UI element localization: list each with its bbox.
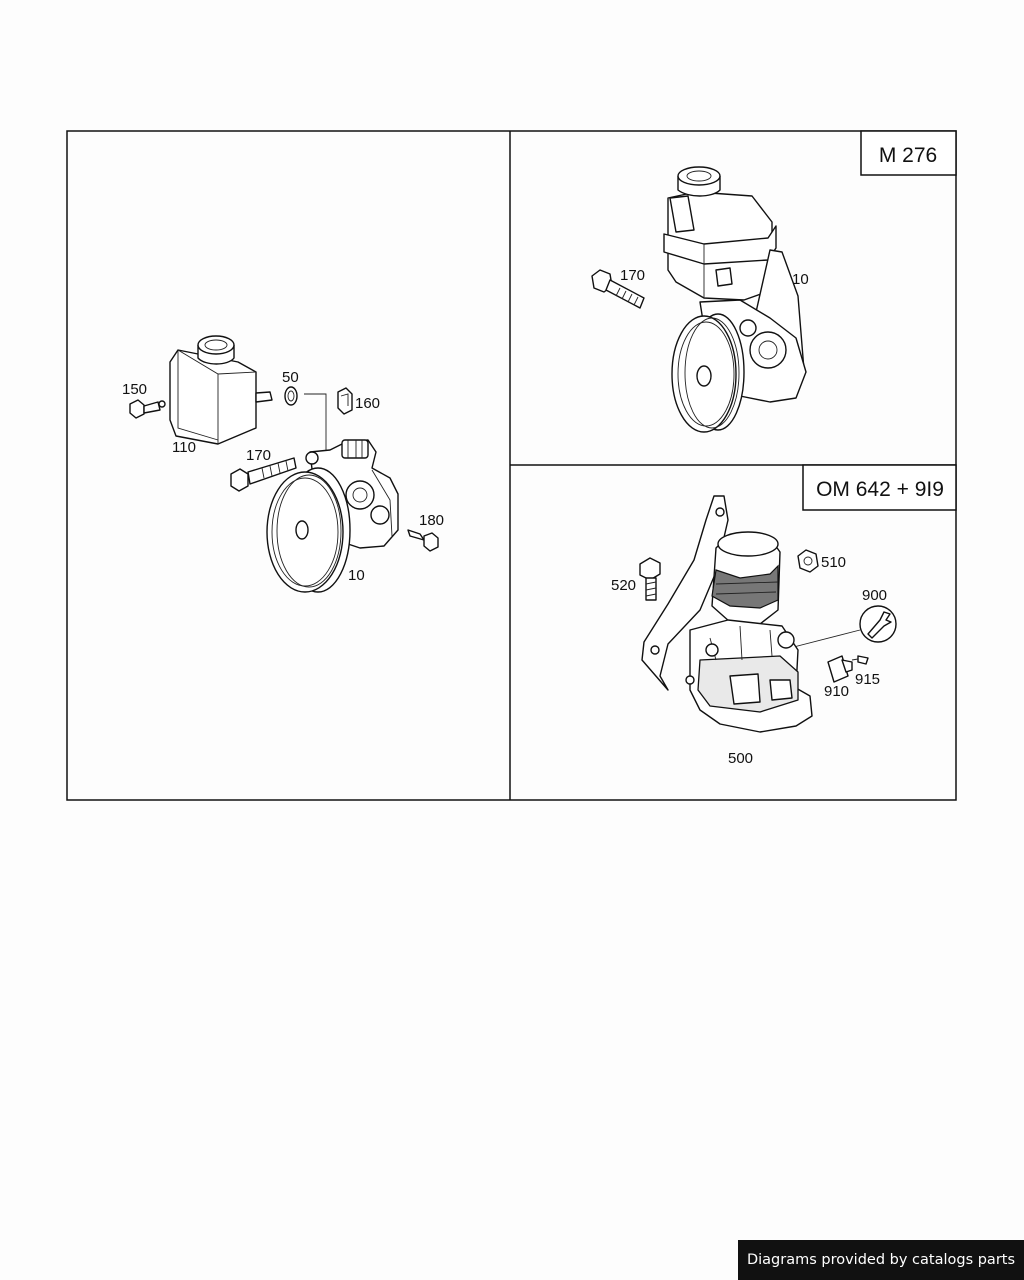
tool-symbol-900 bbox=[859, 605, 897, 643]
nut-510-drawing bbox=[797, 549, 819, 573]
bolt-170-drawing bbox=[230, 457, 297, 492]
top-right-panel: M 276 bbox=[591, 130, 957, 433]
variant-badge-om642 bbox=[802, 464, 957, 511]
reservoir-110-drawing bbox=[158, 335, 273, 445]
pin-915-drawing bbox=[851, 655, 869, 665]
callout-520: 520 bbox=[611, 577, 636, 594]
washer-50-drawing bbox=[284, 386, 298, 406]
bolt-170-drawing-m276 bbox=[591, 269, 645, 309]
pump-10-drawing-m276 bbox=[663, 166, 807, 433]
callout-500: 500 bbox=[728, 750, 753, 767]
variant-badge-m276 bbox=[860, 130, 957, 176]
clip-160-drawing bbox=[337, 387, 353, 415]
callout-170: 170 bbox=[246, 447, 271, 464]
variant-label-om642: OM 642 + 9I9 bbox=[816, 478, 944, 501]
bolt-520-drawing bbox=[639, 557, 661, 601]
callout-170-m276: 170 bbox=[620, 267, 645, 284]
callout-910: 910 bbox=[824, 683, 849, 700]
callout-50: 50 bbox=[282, 369, 299, 386]
callout-10-m276: 10 bbox=[792, 271, 809, 288]
bolt-180-drawing bbox=[407, 529, 439, 552]
callout-150: 150 bbox=[122, 381, 147, 398]
callout-110: 110 bbox=[172, 439, 196, 456]
connector-910-drawing bbox=[827, 655, 853, 683]
callout-160: 160 bbox=[355, 395, 380, 412]
bolt-150-drawing bbox=[129, 399, 161, 419]
callout-180: 180 bbox=[419, 512, 444, 529]
left-panel: 150 110 50 160 170 180 10 bbox=[122, 335, 444, 593]
bottom-right-panel: OM 642 + 9I9 bbox=[611, 464, 957, 767]
unit-500-drawing bbox=[641, 495, 813, 733]
callout-510: 510 bbox=[821, 554, 846, 571]
callout-900: 900 bbox=[862, 587, 887, 604]
diagram-credit-banner: Diagrams provided by catalogs parts bbox=[738, 1240, 1024, 1280]
pump-10-drawing bbox=[266, 439, 399, 593]
callout-10: 10 bbox=[348, 567, 365, 584]
variant-label-m276: M 276 bbox=[879, 144, 937, 167]
callout-915: 915 bbox=[855, 671, 880, 688]
